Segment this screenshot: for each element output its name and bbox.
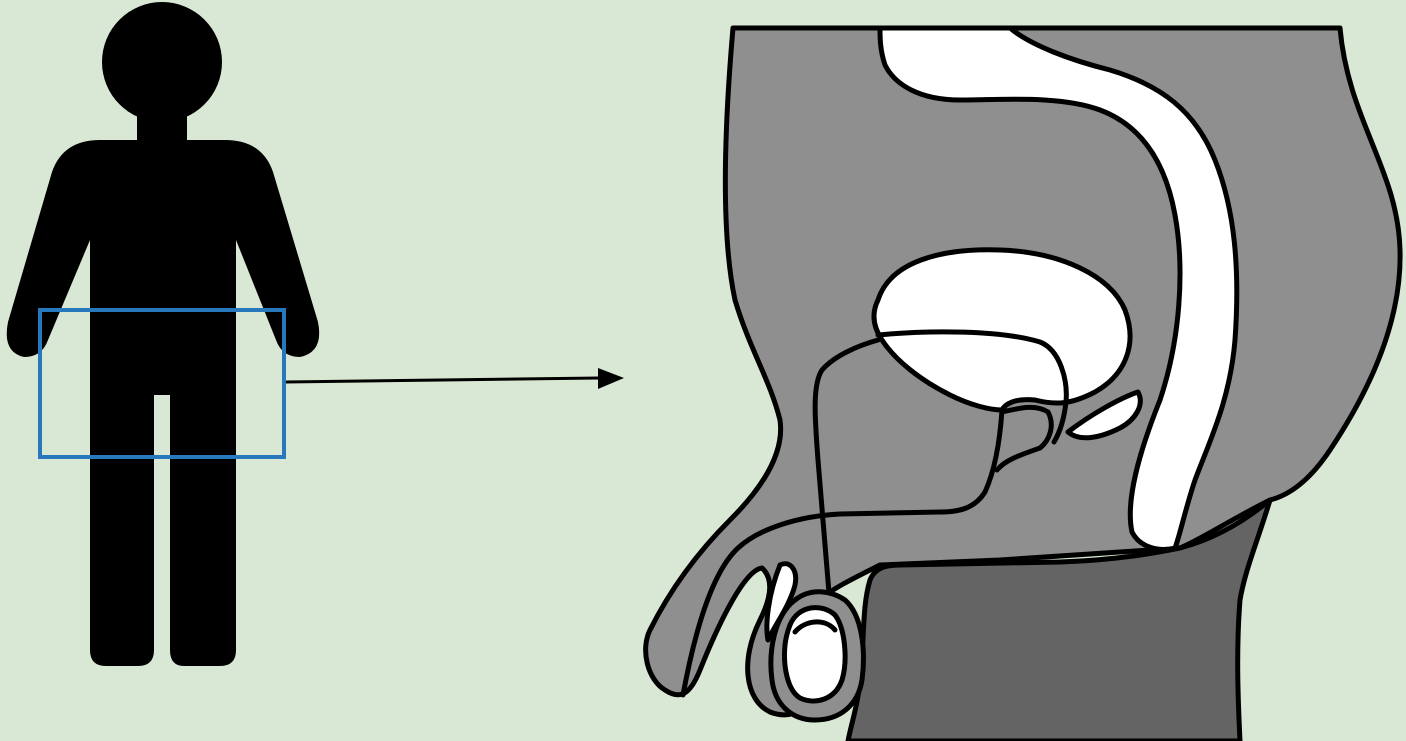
rectum-cavity — [877, 25, 1240, 552]
vas-deferens-line — [812, 337, 881, 608]
epididymis-line — [792, 619, 838, 635]
duct-line — [875, 329, 1069, 445]
seminal-vesicle-cavity — [1065, 389, 1143, 441]
penile-cavity — [764, 561, 799, 643]
arrow-head — [598, 368, 624, 389]
silhouette-torso-arms — [6, 140, 320, 666]
arrow-shaft — [285, 376, 601, 384]
testis-cavity — [782, 605, 848, 704]
prostate-outline — [994, 404, 1054, 473]
silhouette-head — [102, 2, 222, 122]
human-silhouette-icon — [6, 2, 320, 666]
pelvic-cross-section — [643, 25, 1403, 741]
pelvis-highlight-box — [38, 308, 286, 459]
zoom-arrow — [285, 368, 624, 389]
